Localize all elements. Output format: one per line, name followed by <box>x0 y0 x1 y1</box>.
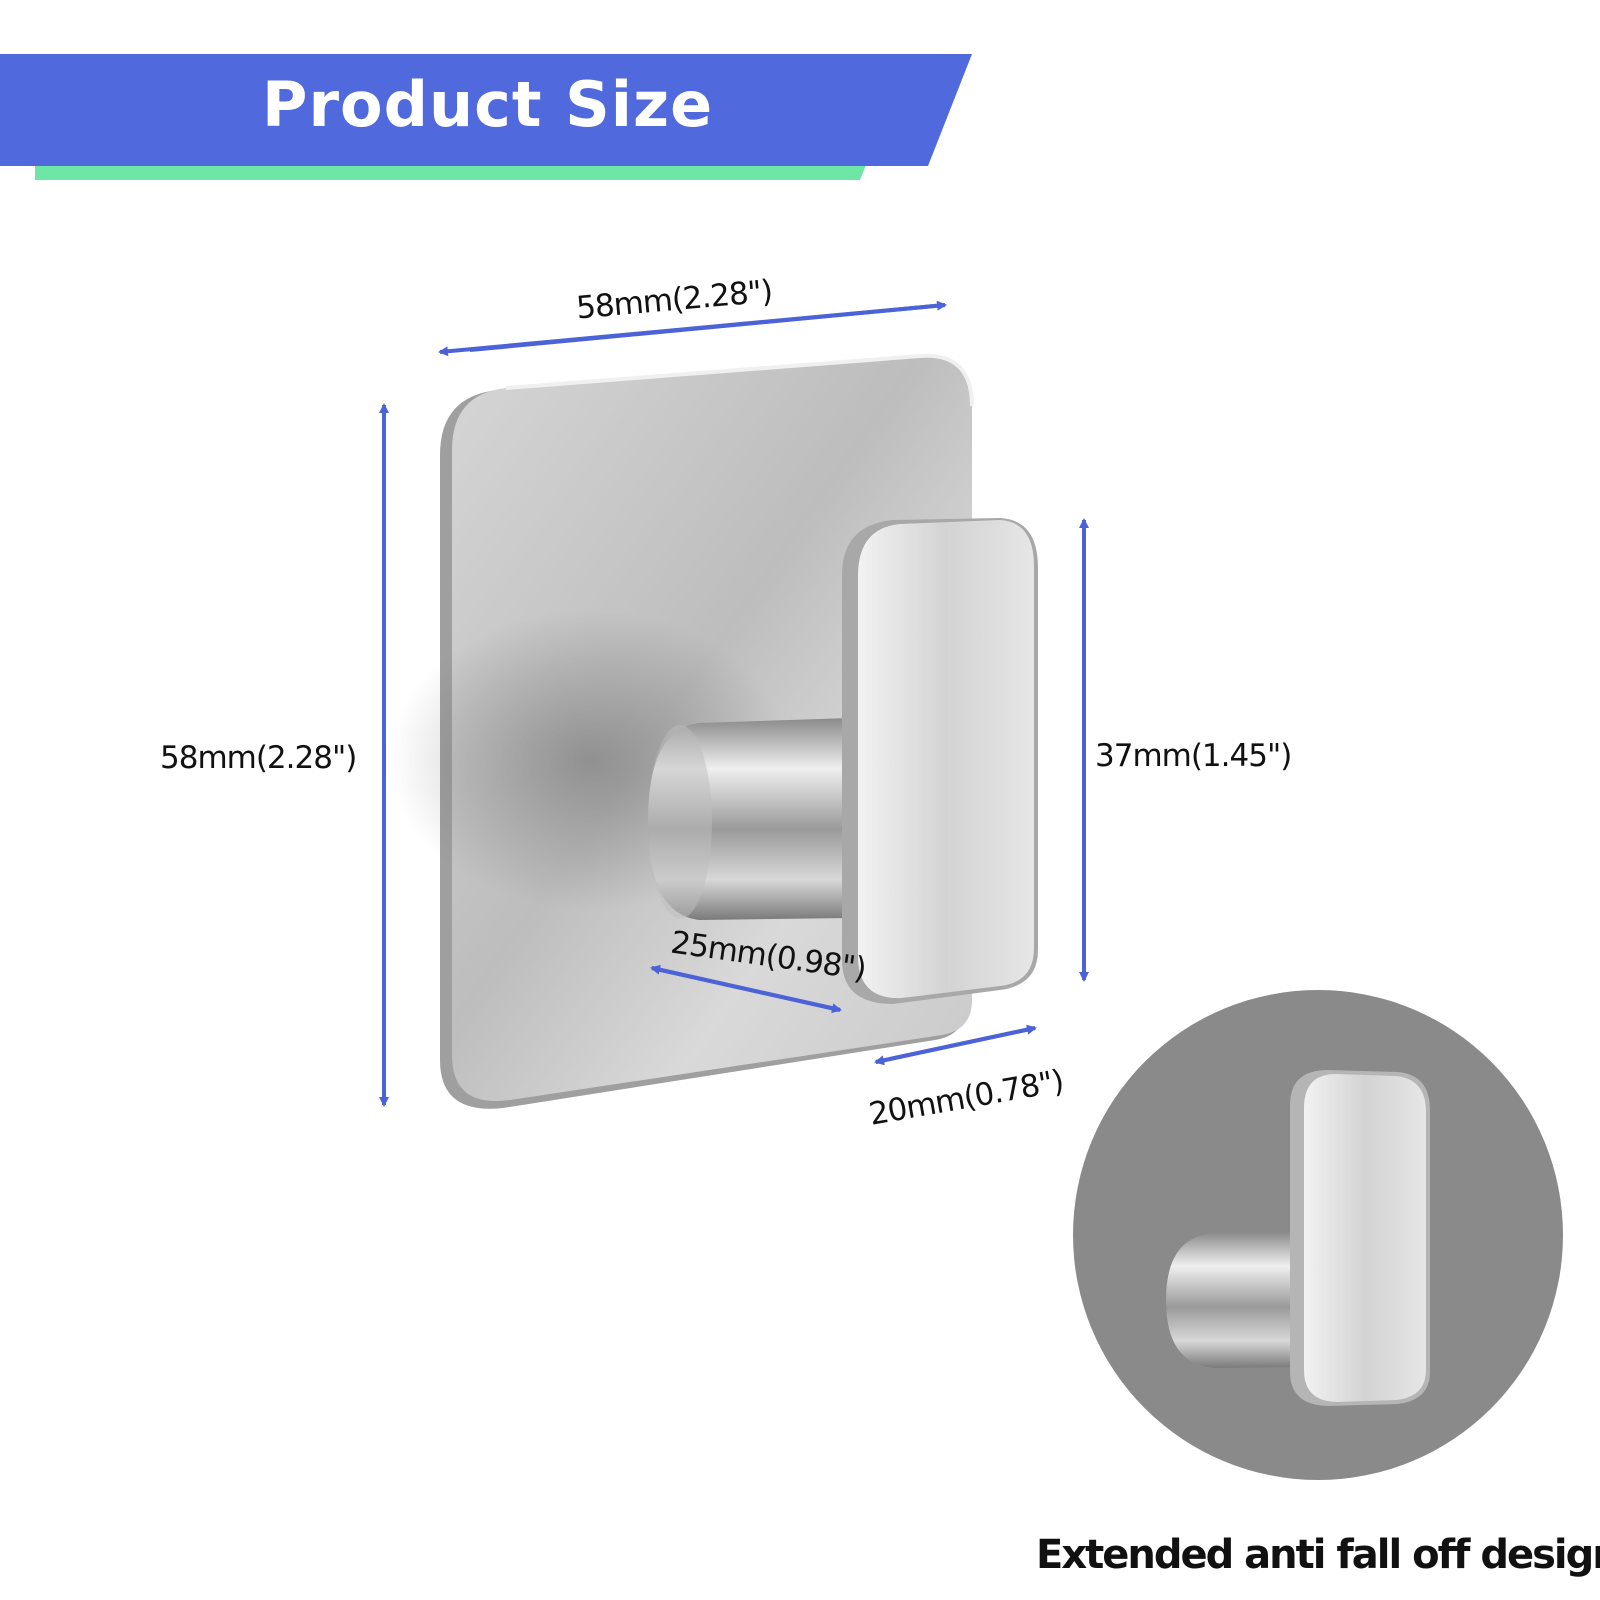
label-hook-height: 37mm(1.45") <box>1095 738 1292 774</box>
detail-caption: Extended anti fall off design <box>1036 1532 1600 1578</box>
header-banner <box>0 54 972 180</box>
dimension-arrows <box>379 300 1089 1107</box>
hook-front <box>842 518 1038 1004</box>
hook-rod <box>648 718 850 920</box>
banner-background <box>0 54 972 166</box>
detail-circle <box>1073 990 1563 1480</box>
label-left-height: 58mm(2.28") <box>160 740 357 776</box>
page-title: Product Size <box>262 68 714 141</box>
